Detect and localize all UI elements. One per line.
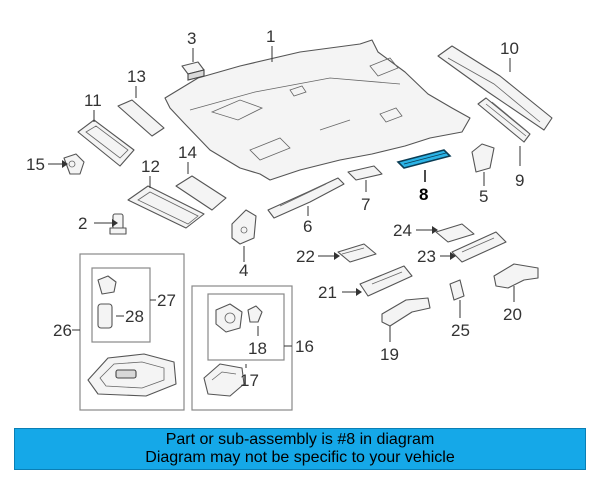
banner-line-1: Part or sub-assembly is #8 in diagram (165, 431, 435, 448)
part-25-bracket[interactable] (449, 279, 465, 301)
group-box-16 (191, 285, 293, 411)
callout-7: 7 (361, 195, 370, 214)
callout-25: 25 (451, 321, 470, 340)
part-19-handle[interactable] (381, 297, 431, 327)
part-14-insert[interactable] (175, 175, 227, 211)
part-13-cover[interactable] (117, 99, 165, 137)
callout-11: 11 (84, 91, 102, 110)
callout-14: 14 (178, 143, 197, 162)
banner-line-2: Diagram may not be specific to your vehi… (145, 449, 455, 466)
part-12-visor[interactable] (127, 185, 205, 229)
callout-3: 3 (187, 29, 196, 48)
callout-18: 18 (248, 339, 267, 358)
callout-24: 24 (393, 221, 412, 240)
callout-6: 6 (303, 217, 312, 236)
callout-8: 8 (419, 185, 428, 204)
part-3-block[interactable] (181, 61, 205, 81)
part-18-bulb[interactable] (247, 305, 263, 323)
part-info-banner: Part or sub-assembly is #8 in diagram Di… (14, 428, 586, 470)
group-box-18 (207, 293, 285, 361)
part-1-headliner[interactable] (164, 39, 471, 181)
part-15-hook[interactable] (63, 153, 85, 175)
part-7-plate[interactable] (347, 165, 383, 181)
part-22-lamp[interactable] (337, 243, 377, 263)
part-6-trim[interactable] (267, 177, 345, 219)
part-4-bracket[interactable] (231, 209, 257, 245)
callout-20: 20 (503, 305, 522, 324)
callout-13: 13 (127, 67, 146, 86)
part-5-cover[interactable] (471, 143, 495, 173)
callout-19: 19 (380, 345, 399, 364)
part-24-lamp[interactable] (435, 223, 475, 243)
part-17-lamp[interactable] (203, 363, 245, 397)
callout-9: 9 (515, 171, 524, 190)
part-20-handle[interactable] (493, 263, 539, 289)
callout-21: 21 (318, 283, 337, 302)
part-8-highlighted[interactable] (396, 149, 452, 169)
callout-23: 23 (417, 247, 436, 266)
part-18-lamp-housing[interactable] (215, 303, 243, 333)
part-27-module[interactable] (97, 275, 117, 295)
callout-5: 5 (479, 187, 488, 206)
callout-1: 1 (266, 27, 275, 46)
part-23-console[interactable] (451, 231, 507, 263)
part-10-panel[interactable] (437, 45, 553, 131)
part-9-strip[interactable] (477, 97, 531, 143)
callout-15: 15 (26, 155, 45, 174)
callout-10: 10 (500, 39, 519, 58)
callout-4: 4 (239, 261, 248, 280)
part-28-bulb[interactable] (97, 303, 113, 329)
callout-28: 28 (125, 307, 144, 326)
callout-26: 26 (53, 321, 72, 340)
callout-17: 17 (240, 371, 259, 390)
callout-12: 12 (141, 157, 160, 176)
callout-27: 27 (157, 291, 176, 310)
part-21-console[interactable] (359, 265, 413, 297)
callout-2: 2 (78, 214, 87, 233)
group-box-26 (79, 253, 185, 411)
parts-diagram: 1 2 3 4 5 6 7 8 (26, 27, 553, 411)
callout-16: 16 (295, 337, 314, 356)
part-11-visor[interactable] (77, 119, 135, 167)
callout-22: 22 (296, 247, 315, 266)
group-box-27 (91, 267, 151, 343)
part-26-overhead-console[interactable] (87, 353, 177, 397)
